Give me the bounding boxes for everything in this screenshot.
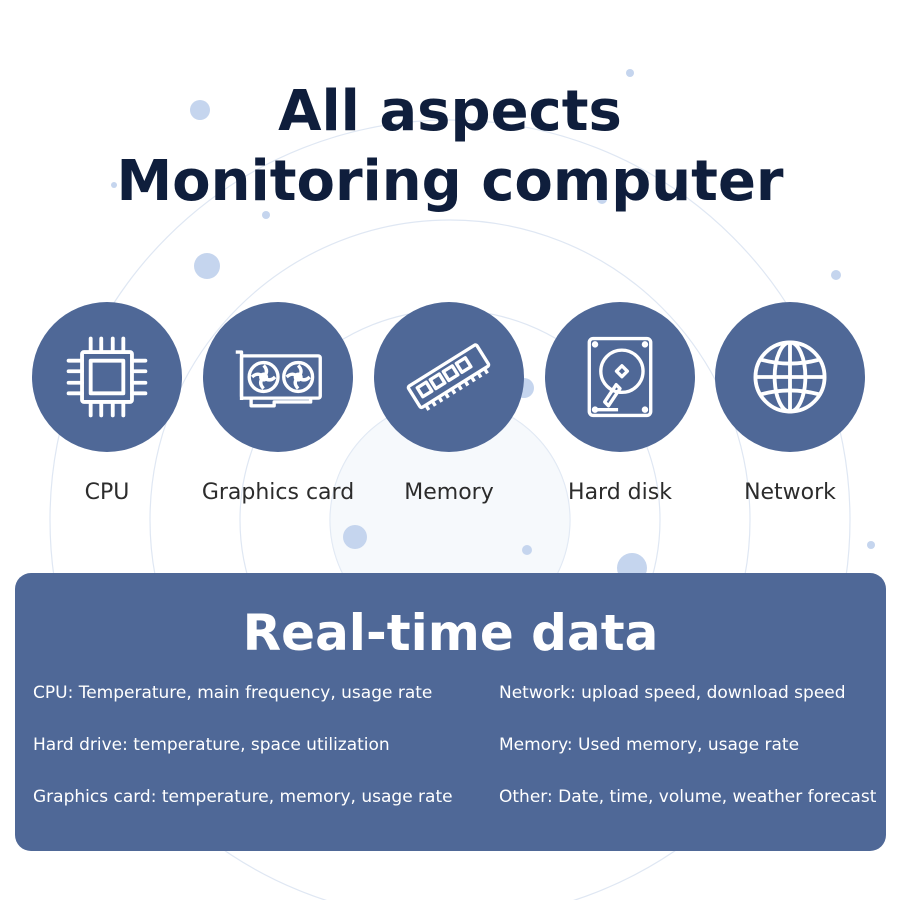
real-time-data-panel: Real-time data CPU: Temperature, main fr… <box>15 573 886 851</box>
component-label: Hard disk <box>568 480 672 505</box>
globe-icon-badge <box>715 302 865 452</box>
feature-item: Hard drive: temperature, space utilizati… <box>33 735 390 755</box>
panel-title: Real-time data <box>242 604 659 662</box>
hard-disk-icon-badge <box>545 302 695 452</box>
memory-icon-badge <box>374 302 524 452</box>
feature-item: Network: upload speed, download speed <box>499 683 846 703</box>
component-graphics-card: Graphics card <box>193 302 363 505</box>
graphics-card-icon <box>235 350 322 408</box>
component-network: Network <box>705 302 875 505</box>
component-label: CPU <box>84 480 130 505</box>
graphics-card-icon-badge <box>203 302 353 452</box>
component-memory: Memory <box>364 302 534 505</box>
component-cpu: CPU <box>22 302 192 505</box>
globe-icon <box>753 340 827 414</box>
component-label: Graphics card <box>201 480 355 505</box>
feature-item: Graphics card: temperature, memory, usag… <box>33 787 453 807</box>
component-label: Network <box>744 480 836 505</box>
heading-line-2: Monitoring computer <box>116 149 784 214</box>
component-hard-disk: Hard disk <box>535 302 705 505</box>
memory-icon <box>406 343 491 411</box>
cpu-icon <box>66 336 148 418</box>
feature-item: Memory: Used memory, usage rate <box>499 735 800 755</box>
heading-line-1: All aspects <box>278 79 622 144</box>
component-label: Memory <box>404 480 494 505</box>
feature-item: Other: Date, time, volume, weather forec… <box>499 787 877 807</box>
cpu-icon-badge <box>32 302 182 452</box>
hard-disk-icon <box>587 336 653 418</box>
feature-item: CPU: Temperature, main frequency, usage … <box>33 683 433 703</box>
